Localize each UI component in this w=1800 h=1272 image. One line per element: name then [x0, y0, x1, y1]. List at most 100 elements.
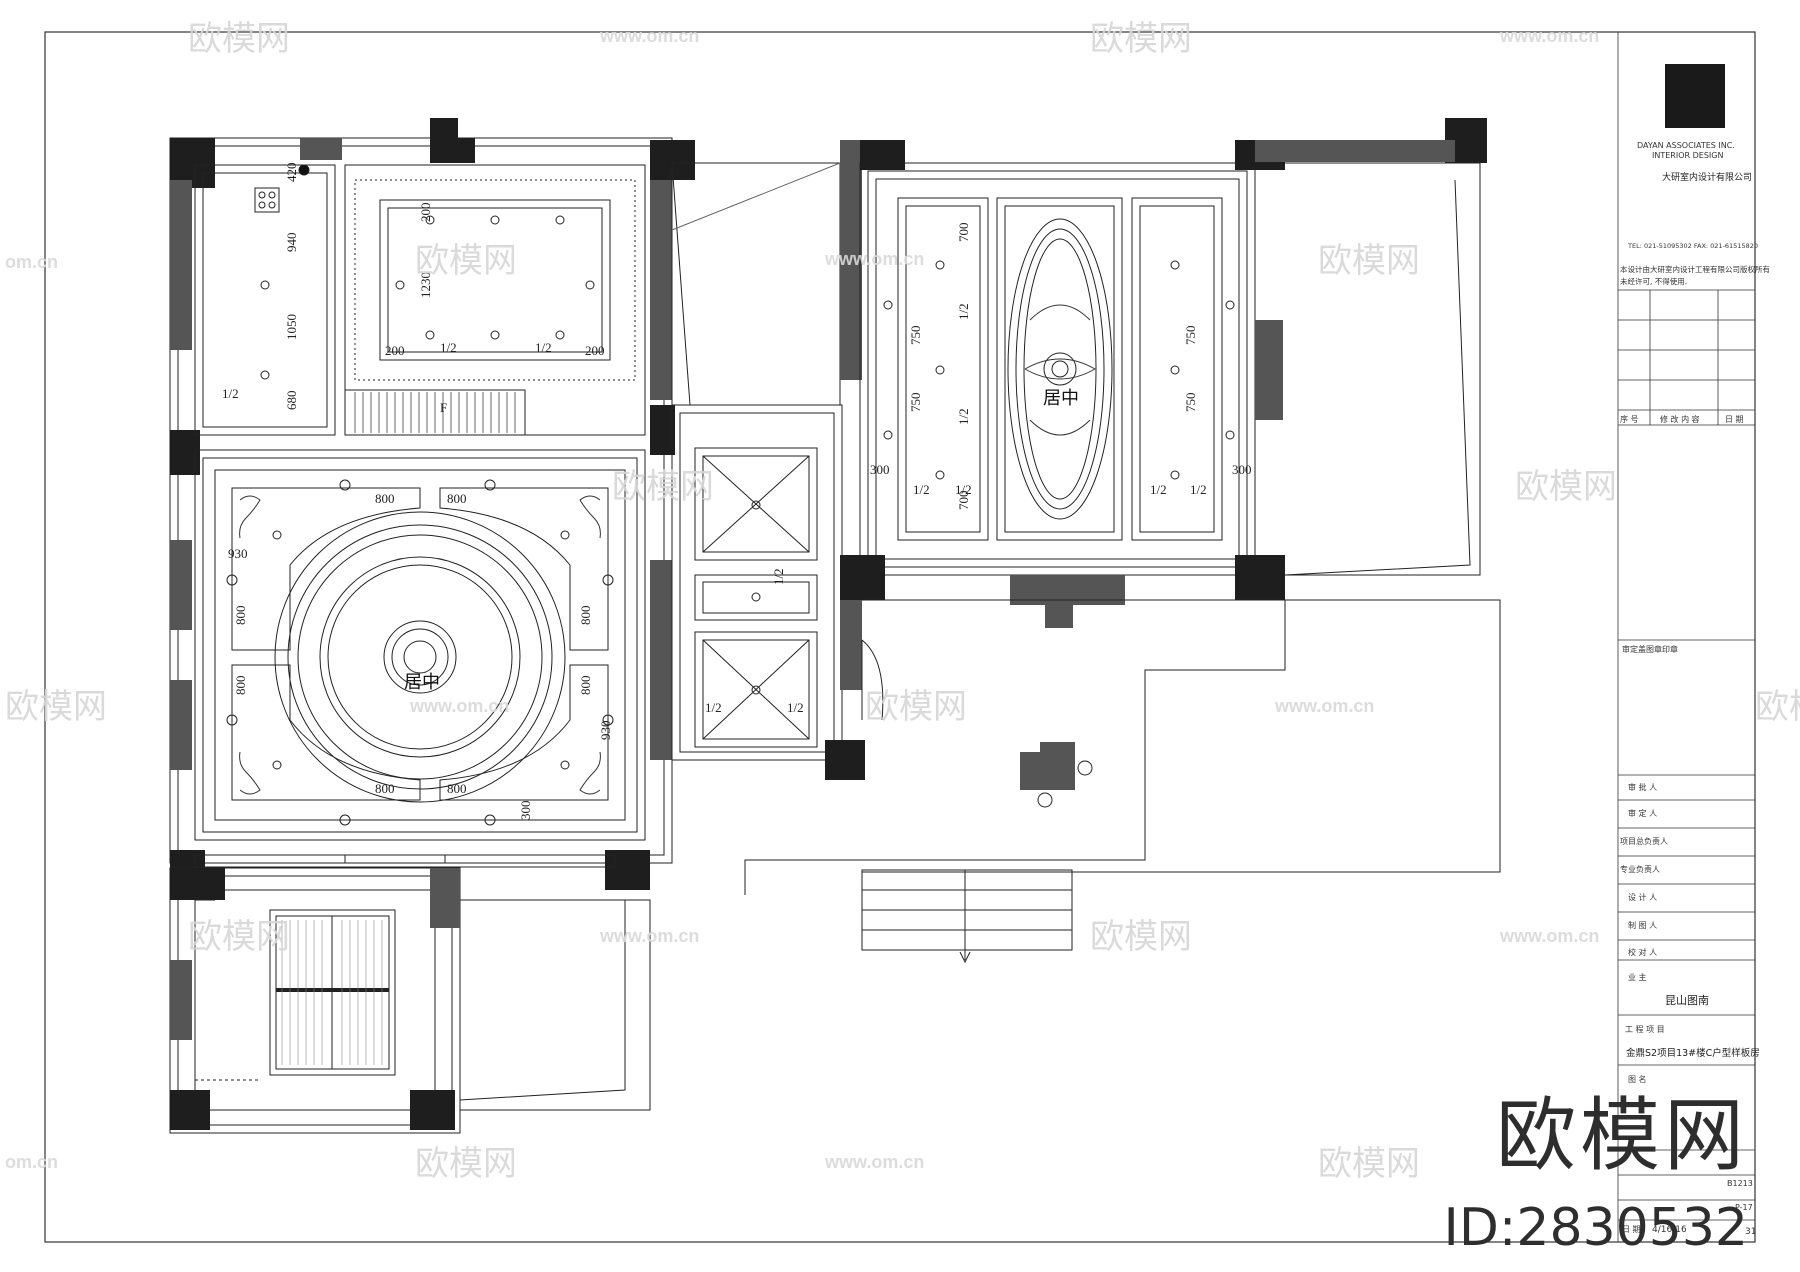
dim-300-a: 300	[870, 462, 890, 477]
rev-header-date: 日 期	[1725, 415, 1744, 424]
watermark-10: 欧模网	[188, 917, 290, 957]
dim-750-d: 750	[1183, 393, 1198, 413]
watermark-9: 欧模网	[1755, 687, 1800, 727]
dim-half-c: 1/2	[222, 386, 239, 401]
dim-800-h: 800	[578, 676, 593, 696]
rev-header-no: 序 号	[1620, 414, 1639, 424]
stamp-label: 审定盖图章印章	[1622, 644, 1678, 654]
dim-half-a: 1/2	[440, 340, 457, 355]
dim-200-c: 200	[585, 343, 605, 358]
dim-800-f: 800	[233, 676, 248, 696]
code-1: B1213	[1727, 1179, 1753, 1188]
dim-420: 420	[284, 163, 299, 183]
dim-1230: 1230	[418, 272, 433, 298]
company-cn: 大研室内设计有限公司	[1662, 171, 1752, 183]
drawing-label: 图 名	[1628, 1074, 1647, 1084]
page-value: 31	[1745, 1227, 1756, 1237]
dim-800-b: 800	[447, 491, 467, 506]
watermark-1: 欧模网	[188, 19, 290, 59]
dim-940: 940	[284, 233, 299, 253]
dim-800-g: 800	[578, 606, 593, 626]
dim-700-b: 700	[956, 491, 971, 511]
row-discipline-lead: 专业负责人	[1620, 864, 1660, 874]
living-center-label: 居中	[404, 672, 440, 693]
watermark-url-8: www.om.cn	[1499, 926, 1599, 946]
dim-half-d: 1/2	[705, 700, 722, 715]
watermark-url-5: www.om.cn	[409, 696, 509, 716]
watermark-13: 欧模网	[1318, 1144, 1420, 1184]
date-value: 4/16/16	[1652, 1225, 1687, 1235]
dim-300: 300	[518, 801, 533, 821]
right-block	[744, 118, 1501, 964]
client-value: 昆山图南	[1665, 994, 1709, 1007]
dim-half-j: 1/2	[955, 482, 972, 497]
watermark-url-10: www.om.cn	[824, 1152, 924, 1172]
watermark-url-3: om.cn	[5, 252, 58, 272]
dim-200-a: 200	[418, 203, 433, 223]
dim-930-a: 930	[228, 546, 248, 561]
dim-half-b: 1/2	[535, 340, 552, 355]
brand-id: ID:2830532	[1443, 1198, 1748, 1258]
dim-800-c: 800	[375, 781, 395, 796]
row-drafter: 制 图 人	[1628, 920, 1657, 930]
sheet-border	[44, 31, 1756, 1243]
client-label: 业 主	[1628, 972, 1647, 982]
dim-930-b: 930	[598, 721, 613, 741]
project-label: 工 程 项 目	[1625, 1025, 1665, 1034]
row-checker: 校 对 人	[1628, 947, 1657, 957]
row-project-lead: 项目总负责人	[1620, 836, 1668, 846]
rev-header-content: 修 改 内 容	[1660, 414, 1700, 424]
watermark-url-7: www.om.cn	[599, 926, 699, 946]
watermark-12: 欧模网	[415, 1144, 517, 1184]
dimension-labels: 420 940 1050 680 1230 200 200 200 1/2 1/…	[222, 163, 1252, 821]
watermark-7: 欧模网	[5, 687, 107, 727]
dim-800-a: 800	[375, 491, 395, 506]
watermark-6: 欧模网	[1515, 467, 1617, 507]
company-en-1: DAYAN ASSOCIATES INC.	[1637, 141, 1735, 150]
copyright-note-1: 本设计由大研室内设计工程有限公司版权所有	[1620, 264, 1770, 274]
watermark-url-2: www.om.cn	[1499, 26, 1599, 46]
dim-half-e: 1/2	[787, 700, 804, 715]
watermark-5: 欧模网	[612, 467, 714, 507]
dim-680: 680	[284, 391, 299, 411]
dim-half-k: 1/2	[1150, 482, 1167, 497]
watermark-11: 欧模网	[1090, 917, 1192, 957]
code-2: P-17	[1735, 1203, 1753, 1212]
dim-half-g: 1/2	[956, 303, 971, 320]
bottom-left-room	[169, 867, 651, 1134]
watermark-url-6: www.om.cn	[1274, 696, 1374, 716]
company-en-2: INTERIOR DESIGN	[1652, 151, 1723, 160]
project-value: 金鼎S2项目13#楼C户型样板房	[1626, 1047, 1760, 1059]
brand-logo-text: 欧模网	[1496, 1089, 1748, 1182]
copyright-note-2: 未经许可, 不得使用.	[1620, 276, 1687, 286]
company-logo	[1665, 64, 1725, 128]
dim-300-b: 300	[1232, 462, 1252, 477]
watermark-8: 欧模网	[865, 687, 967, 727]
dim-half-l: 1/2	[1190, 482, 1207, 497]
dim-750-b: 750	[908, 393, 923, 413]
watermark-url-9: om.cn	[5, 1152, 58, 1172]
date-label: 日 期	[1622, 1225, 1641, 1234]
title-block-text: DAYAN ASSOCIATES INC. INTERIOR DESIGN 大研…	[1620, 141, 1770, 1237]
dim-200-b: 200	[385, 343, 405, 358]
dim-800-e: 800	[233, 606, 248, 626]
dim-750-a: 750	[908, 326, 923, 346]
dim-half-f: 1/2	[771, 568, 786, 585]
dim-half-h: 1/2	[956, 408, 971, 425]
dim-800-d: 800	[447, 781, 467, 796]
watermark-url-4: www.om.cn	[824, 249, 924, 269]
watermark-2: 欧模网	[1090, 19, 1192, 59]
f-mark: F	[440, 400, 447, 415]
bedroom-center-label: 居中	[1043, 388, 1079, 409]
watermark-4: 欧模网	[1318, 241, 1420, 281]
watermark-url-1: www.om.cn	[599, 26, 699, 46]
dim-750-c: 750	[1183, 326, 1198, 346]
dim-half-i: 1/2	[913, 482, 930, 497]
watermark-3: 欧模网	[415, 241, 517, 281]
dim-700-a: 700	[956, 223, 971, 243]
row-designer: 设 计 人	[1628, 892, 1657, 902]
row-reviewer: 审 定 人	[1628, 808, 1657, 818]
middle-rooms	[671, 140, 865, 780]
title-block	[1617, 32, 1755, 1242]
